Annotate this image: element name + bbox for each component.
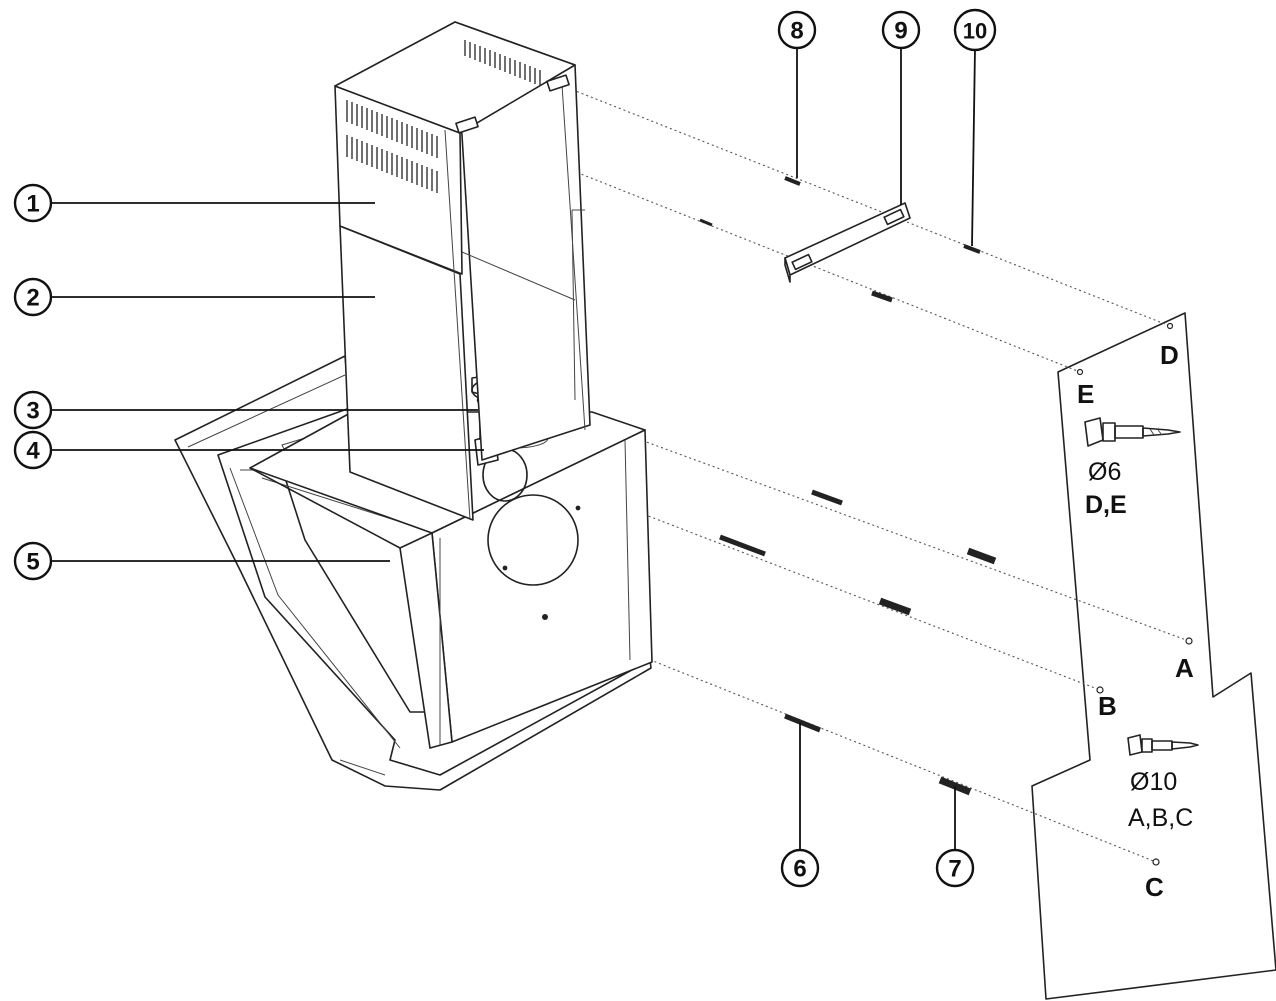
point-label-d: D (1160, 340, 1179, 370)
point-label-b: B (1098, 691, 1117, 721)
callout-4: 4 (13, 430, 53, 470)
callout-7: 7 (935, 848, 975, 888)
point-label-e: E (1077, 379, 1094, 409)
point-label-c: C (1145, 872, 1164, 902)
point-label-a: A (1175, 653, 1194, 683)
front-vents (346, 100, 438, 193)
drill-bit-6mm-icon (1084, 417, 1181, 447)
callout-8: 8 (777, 10, 817, 50)
callout-4-label: 4 (26, 438, 40, 465)
drill-bit-10mm-icon (1127, 734, 1199, 756)
drill-small-diameter: Ø6 (1088, 458, 1121, 486)
callout-8-label: 8 (790, 18, 803, 45)
callout-7-label: 7 (948, 856, 961, 883)
callout-2-label: 2 (26, 285, 39, 312)
callout-6: 6 (780, 848, 820, 888)
callout-10: 10 (953, 8, 997, 52)
drill-large-diameter: Ø10 (1130, 768, 1177, 796)
callout-3: 3 (13, 390, 53, 430)
fasteners (699, 176, 1193, 866)
drill-small-holes: D,E (1085, 491, 1127, 519)
leader-lines (52, 47, 976, 850)
callout-1: 1 (13, 183, 53, 223)
callout-5: 5 (13, 541, 53, 581)
callout-6-label: 6 (793, 856, 806, 883)
callout-10-label: 10 (963, 19, 987, 44)
chimney (334, 21, 591, 521)
callout-2: 2 (13, 277, 53, 317)
chimney-wall-bracket (784, 202, 911, 283)
wall-panel (1031, 312, 1276, 1000)
callout-5-label: 5 (26, 549, 39, 576)
drill-large-holes: A,B,C (1128, 804, 1193, 832)
back-vents (464, 40, 541, 86)
callout-9: 9 (881, 10, 921, 50)
callout-9-label: 9 (894, 18, 907, 45)
callout-1-label: 1 (26, 191, 39, 218)
callout-3-label: 3 (26, 398, 39, 425)
